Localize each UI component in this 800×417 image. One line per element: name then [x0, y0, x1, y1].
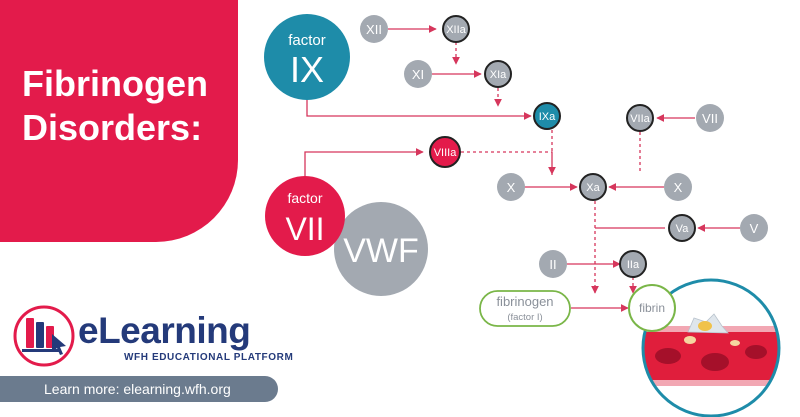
node-vii: VII	[696, 104, 724, 132]
node-xi: XI	[404, 60, 432, 88]
svg-text:XI: XI	[412, 67, 424, 82]
svg-text:VII: VII	[702, 111, 718, 126]
title-background	[0, 0, 238, 242]
node-viia: VIIa	[626, 104, 654, 132]
factor-ix-node: factor IX	[264, 14, 350, 100]
page-title-line-1: Fibrinogen	[22, 63, 208, 104]
svg-text:VIIIa: VIIIa	[434, 147, 458, 159]
factor-vii-node: factor VII	[265, 176, 345, 256]
blood-vessel-illustration	[641, 278, 781, 417]
node-xiia: XIIa	[442, 15, 470, 43]
node-xii: XII	[360, 15, 388, 43]
learn-more-link[interactable]: Learn more: elearning.wfh.org	[0, 376, 278, 402]
node-v: V	[740, 214, 768, 242]
svg-text:fibrin: fibrin	[639, 301, 665, 315]
node-xa: Xa	[579, 173, 607, 201]
svg-text:factor: factor	[287, 190, 322, 206]
node-ixa: IXa	[533, 102, 561, 130]
vwf-node: VWF	[334, 202, 428, 296]
svg-text:fibrinogen: fibrinogen	[496, 294, 553, 309]
svg-text:Xa: Xa	[586, 182, 600, 194]
node-ii: II	[539, 250, 567, 278]
svg-text:X: X	[507, 180, 516, 195]
fibrin-node: fibrin	[628, 284, 676, 332]
svg-text:II: II	[549, 257, 556, 272]
svg-text:IX: IX	[290, 49, 324, 90]
node-iia: IIa	[619, 250, 647, 278]
svg-text:V: V	[750, 221, 759, 236]
fibrinogen-node: fibrinogen (factor I)	[479, 290, 571, 327]
elearning-logo-text: eLearning	[78, 310, 251, 351]
svg-text:VII: VII	[285, 211, 324, 247]
svg-text:VWF: VWF	[343, 232, 419, 270]
node-x-right: X	[664, 173, 692, 201]
svg-text:Va: Va	[676, 223, 690, 235]
elearning-tagline: WFH EDUCATIONAL PLATFORM	[124, 352, 294, 363]
elearning-logo-icon	[13, 305, 75, 367]
svg-text:X: X	[674, 180, 683, 195]
node-viiia: VIIIa	[429, 136, 461, 168]
svg-text:VIIa: VIIa	[630, 113, 650, 125]
svg-text:IXa: IXa	[539, 111, 556, 123]
node-x-left: X	[497, 173, 525, 201]
svg-text:XIIa: XIIa	[446, 24, 466, 36]
svg-text:XII: XII	[366, 22, 382, 37]
node-xia: XIa	[484, 60, 512, 88]
svg-text:factor: factor	[288, 32, 326, 49]
svg-text:IIa: IIa	[627, 259, 640, 271]
page-title-line-2: Disorders:	[22, 107, 203, 148]
svg-text:(factor I): (factor I)	[507, 312, 542, 323]
svg-text:XIa: XIa	[490, 69, 507, 81]
node-va: Va	[668, 214, 696, 242]
